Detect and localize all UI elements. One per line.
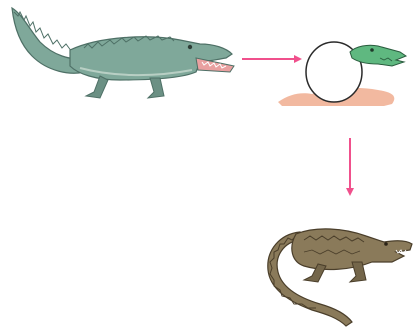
hatching-egg-icon	[278, 42, 406, 106]
young-crocodile-icon	[268, 229, 412, 326]
crocodile-icon	[12, 8, 234, 98]
